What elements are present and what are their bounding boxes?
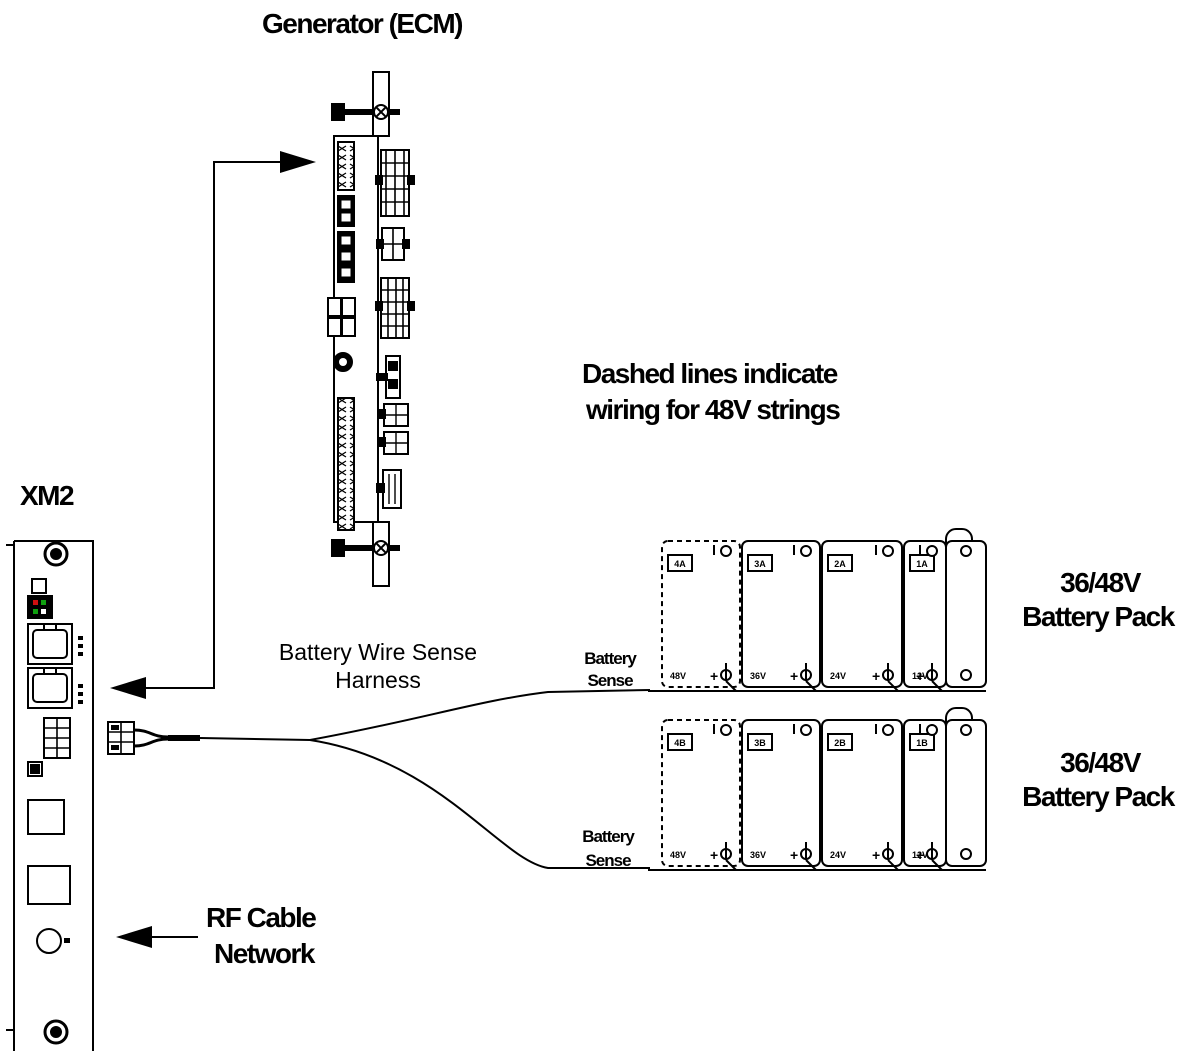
generator-title: Generator (ECM) [262, 8, 463, 39]
battery-id-box [909, 554, 935, 572]
pack-a-label-line1: 36/48V [1060, 567, 1141, 598]
harness-label-line2: Harness [335, 667, 421, 693]
negative-terminal-icon [926, 724, 938, 736]
plus-sign: + [710, 668, 718, 684]
xm2-module [6, 540, 94, 1051]
pack-a-sense-line1: Battery [584, 649, 637, 668]
battery-id-box [909, 733, 935, 751]
battery-end-cell [945, 540, 987, 688]
battery-volt-label: 36V [750, 850, 766, 860]
battery-id-box [827, 554, 853, 572]
pack-a-sense-line2: Sense [587, 671, 633, 690]
battery-id-box [747, 554, 773, 572]
battery-id-box [747, 733, 773, 751]
plus-sign: + [790, 847, 798, 863]
xm2-title: XM2 [20, 480, 75, 511]
negative-terminal-icon [926, 545, 938, 557]
rf-link [116, 926, 198, 948]
battery-id-label: 2A [834, 559, 846, 569]
battery-4B: 4B 48V + [661, 719, 741, 867]
pack-b-label-line2: Battery Pack [1022, 781, 1175, 812]
plus-sign: + [872, 668, 880, 684]
battery-3A: 3A 36V + [741, 540, 821, 688]
plus-sign: + [916, 668, 924, 684]
generator-ecm-board [327, 71, 415, 587]
battery-id-label: 1A [916, 559, 928, 569]
ecm-link [110, 151, 316, 699]
battery-volt-label: 24V [830, 850, 846, 860]
battery-1B: 1B 12V+ [903, 719, 947, 867]
battery-2A: 2A 24V + [821, 540, 903, 688]
rf-label-line2: Network [214, 938, 315, 969]
negative-terminal-icon [882, 545, 894, 557]
battery-4A: 4A 48V + [661, 540, 741, 688]
arrow-to-ecm [280, 151, 316, 173]
battery-2B: 2B 24V + [821, 719, 903, 867]
battery-volt-label: 24V [830, 671, 846, 681]
negative-terminal-icon [882, 724, 894, 736]
battery-volt-label: 48V [670, 671, 686, 681]
pack-b-sense-line1: Battery [582, 827, 635, 846]
battery-volt-label: 48V [670, 850, 686, 860]
battery-id-label: 4A [674, 559, 686, 569]
arrow-rf [116, 926, 152, 948]
battery-id-label: 3A [754, 559, 766, 569]
arrow-to-xm2 [110, 677, 146, 699]
pack-a-label-line2: Battery Pack [1022, 601, 1175, 632]
battery-id-box [827, 733, 853, 751]
battery-id-box [667, 554, 693, 572]
plus-sign: + [790, 668, 798, 684]
battery-id-label: 1B [916, 738, 928, 748]
negative-terminal-icon [720, 545, 732, 557]
battery-volt-label: 12V [912, 671, 928, 681]
battery-end-cell [945, 719, 987, 867]
battery-id-box [667, 733, 693, 751]
plus-sign: + [872, 847, 880, 863]
battery-3B: 3B 36V + [741, 719, 821, 867]
battery-id-label: 3B [754, 738, 766, 748]
battery-id-label: 2B [834, 738, 846, 748]
pack-b-sense-line2: Sense [585, 851, 631, 870]
rf-label-line1: RF Cable [206, 902, 317, 933]
battery-1A: 1A 12V+ [903, 540, 947, 688]
harness [107, 689, 651, 869]
negative-terminal-icon [800, 724, 812, 736]
battery-packs: 4A48V+3A36V+2A24V+1A12V+4B48V+3B36V+2B24… [648, 528, 987, 871]
dashed-note-line1: Dashed lines indicate [582, 358, 838, 389]
negative-terminal-icon [800, 545, 812, 557]
pack-b-label-line1: 36/48V [1060, 747, 1141, 778]
harness-label-line1: Battery Wire Sense [278, 639, 478, 665]
battery-id-label: 4B [674, 738, 686, 748]
plus-sign: + [710, 847, 718, 863]
plus-sign: + [916, 847, 924, 863]
battery-volt-label: 36V [750, 671, 766, 681]
negative-terminal-icon [720, 724, 732, 736]
battery-volt-label: 12V [912, 850, 928, 860]
dashed-note-line2: wiring for 48V strings [586, 394, 841, 425]
